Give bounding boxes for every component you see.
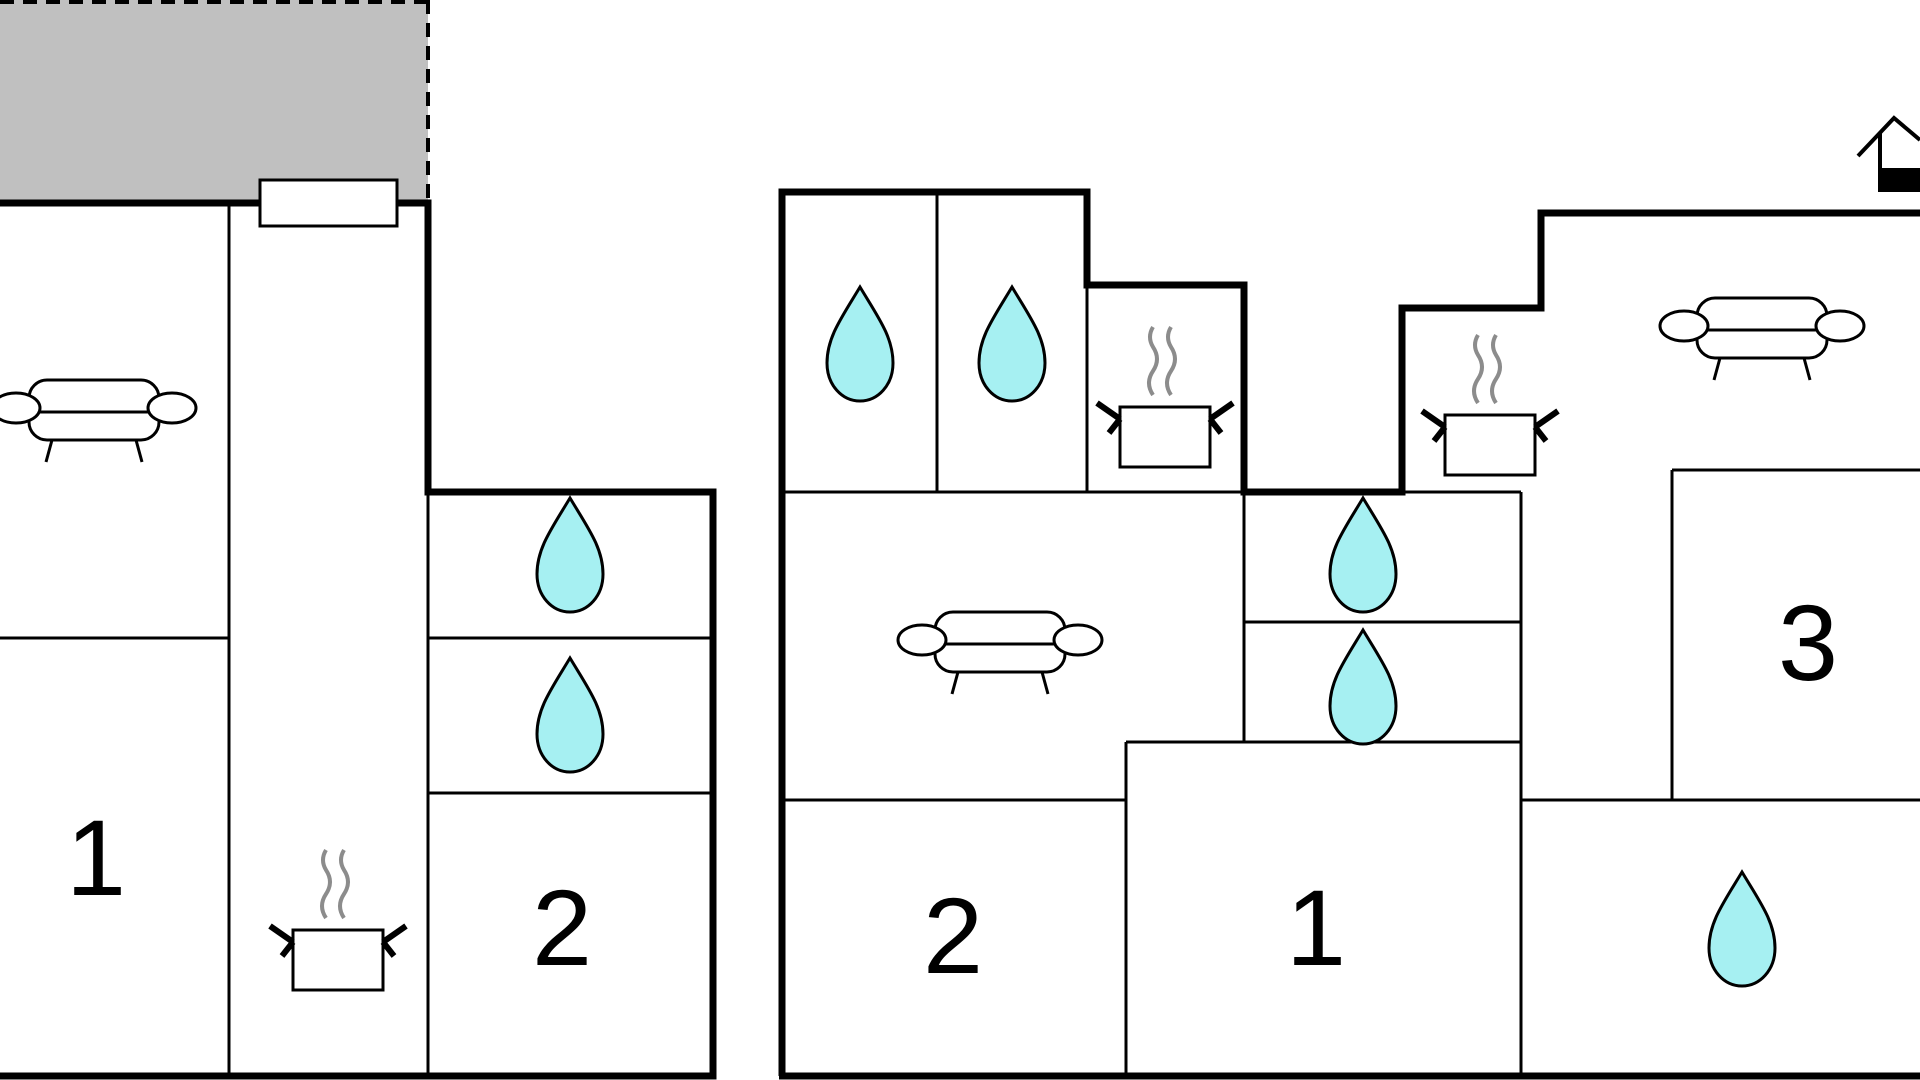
water-drop-icon — [977, 285, 1047, 403]
water-drop-icon — [1328, 496, 1398, 614]
water-drop-icon — [825, 285, 895, 403]
kitchen-pot-icon — [1097, 327, 1233, 467]
sofa-icon — [0, 378, 198, 464]
water-drop-icon — [1328, 628, 1398, 746]
room-number-label: 2 — [923, 875, 983, 996]
window-left-top — [258, 178, 399, 228]
water-drop-icon — [535, 496, 605, 614]
terrace-area — [0, 0, 428, 200]
room-number-label: 1 — [1286, 867, 1346, 988]
kitchen-pot-icon — [1422, 335, 1558, 475]
room-number-label: 1 — [66, 797, 126, 918]
sofa-icon — [1658, 296, 1866, 382]
room-number-label: 3 — [1778, 582, 1838, 703]
sofa-icon — [896, 610, 1104, 696]
right-unit-walls — [778, 188, 1920, 1080]
house-entrance-icon — [1856, 115, 1920, 192]
room-number-label: 2 — [532, 867, 592, 988]
kitchen-pot-icon — [270, 850, 406, 990]
water-drop-icon — [1707, 870, 1777, 988]
water-drop-icon — [535, 656, 605, 774]
